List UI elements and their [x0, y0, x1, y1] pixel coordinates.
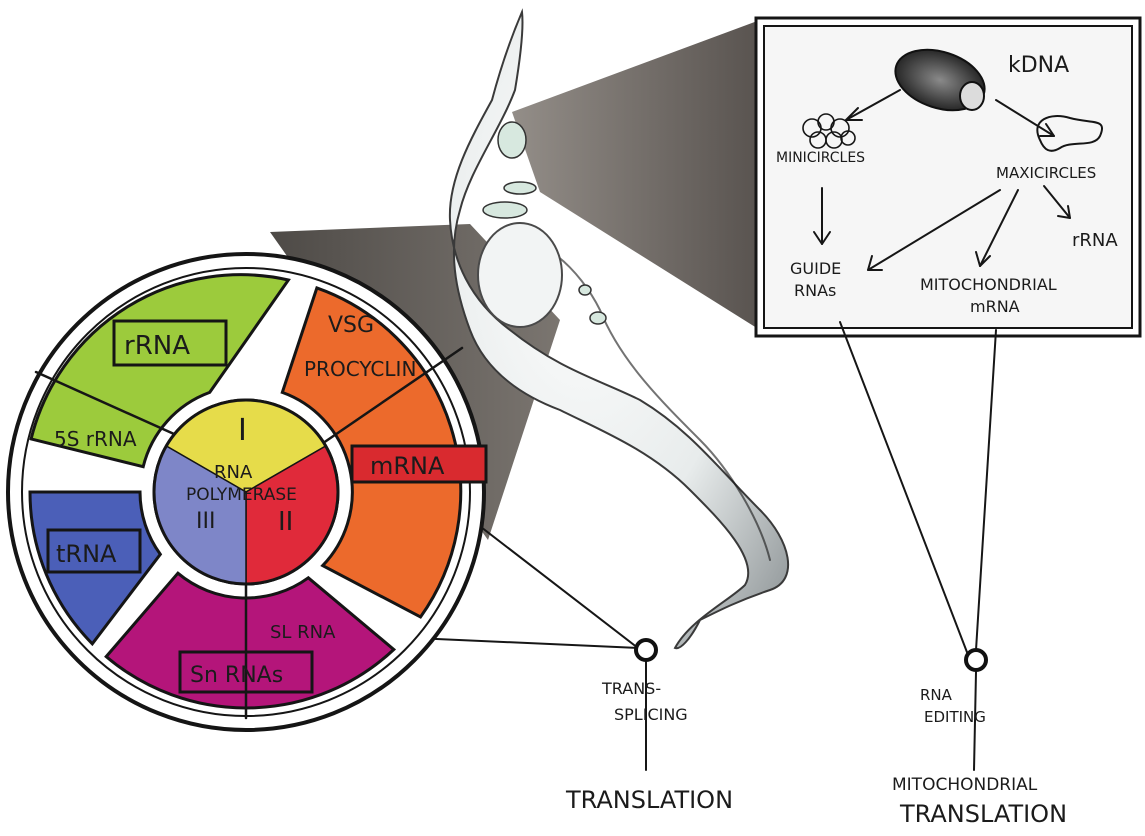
label-sl-rna: SL RNA [270, 622, 336, 643]
label-5s-rrna: 5S rRNA [54, 427, 137, 451]
label-pol-i: I [238, 413, 247, 448]
label-rna-editing-2: EDITING [924, 708, 986, 726]
label-rna-center: RNA [214, 462, 253, 483]
label-polymerase: POLYMERASE [186, 485, 297, 505]
kinetoplast-panel: kDNA MINICIRCLES MAXICIRCLES GUIDE RNAs … [756, 18, 1140, 336]
label-minicircles: MINICIRCLES [776, 150, 865, 166]
label-snrnas: Sn RNAs [190, 663, 283, 688]
label-vsg: VSG [328, 313, 374, 338]
label-kdna: kDNA [1008, 53, 1069, 78]
label-translation: TRANSLATION [565, 786, 733, 814]
label-guide-rnas-2: RNAs [794, 281, 836, 300]
label-trna: tRNA [56, 540, 117, 568]
label-rna-editing-1: RNA [920, 686, 953, 704]
label-procyclin: PROCYCLIN [304, 357, 416, 381]
polymerase-wheel: rRNA 5S rRNA tRNA Sn RNAs SL RNA VSG PRO… [8, 254, 486, 730]
label-mito-translation-1: MITOCHONDRIAL [892, 775, 1038, 795]
label-mito-mrna-1: MITOCHONDRIAL [920, 275, 1057, 294]
trans-splicing-node [636, 640, 656, 660]
label-mrna: mRNA [370, 452, 445, 480]
label-mito-translation-2: TRANSLATION [899, 800, 1067, 828]
label-pol-iii: III [196, 509, 215, 534]
label-guide-rnas-1: GUIDE [790, 259, 841, 278]
label-maxicircles: MAXICIRCLES [996, 164, 1096, 182]
label-panel-rrna: rRNA [1072, 230, 1118, 251]
label-trans-splicing-1: TRANS- [601, 679, 661, 698]
nucleus [478, 223, 562, 327]
rna-editing-node [966, 650, 986, 670]
label-trans-splicing-2: SPLICING [614, 705, 688, 724]
label-pol-ii: II [278, 507, 293, 537]
label-mito-mrna-2: mRNA [970, 297, 1020, 316]
kinetoplast [498, 122, 526, 158]
label-rrna: rRNA [124, 331, 190, 361]
